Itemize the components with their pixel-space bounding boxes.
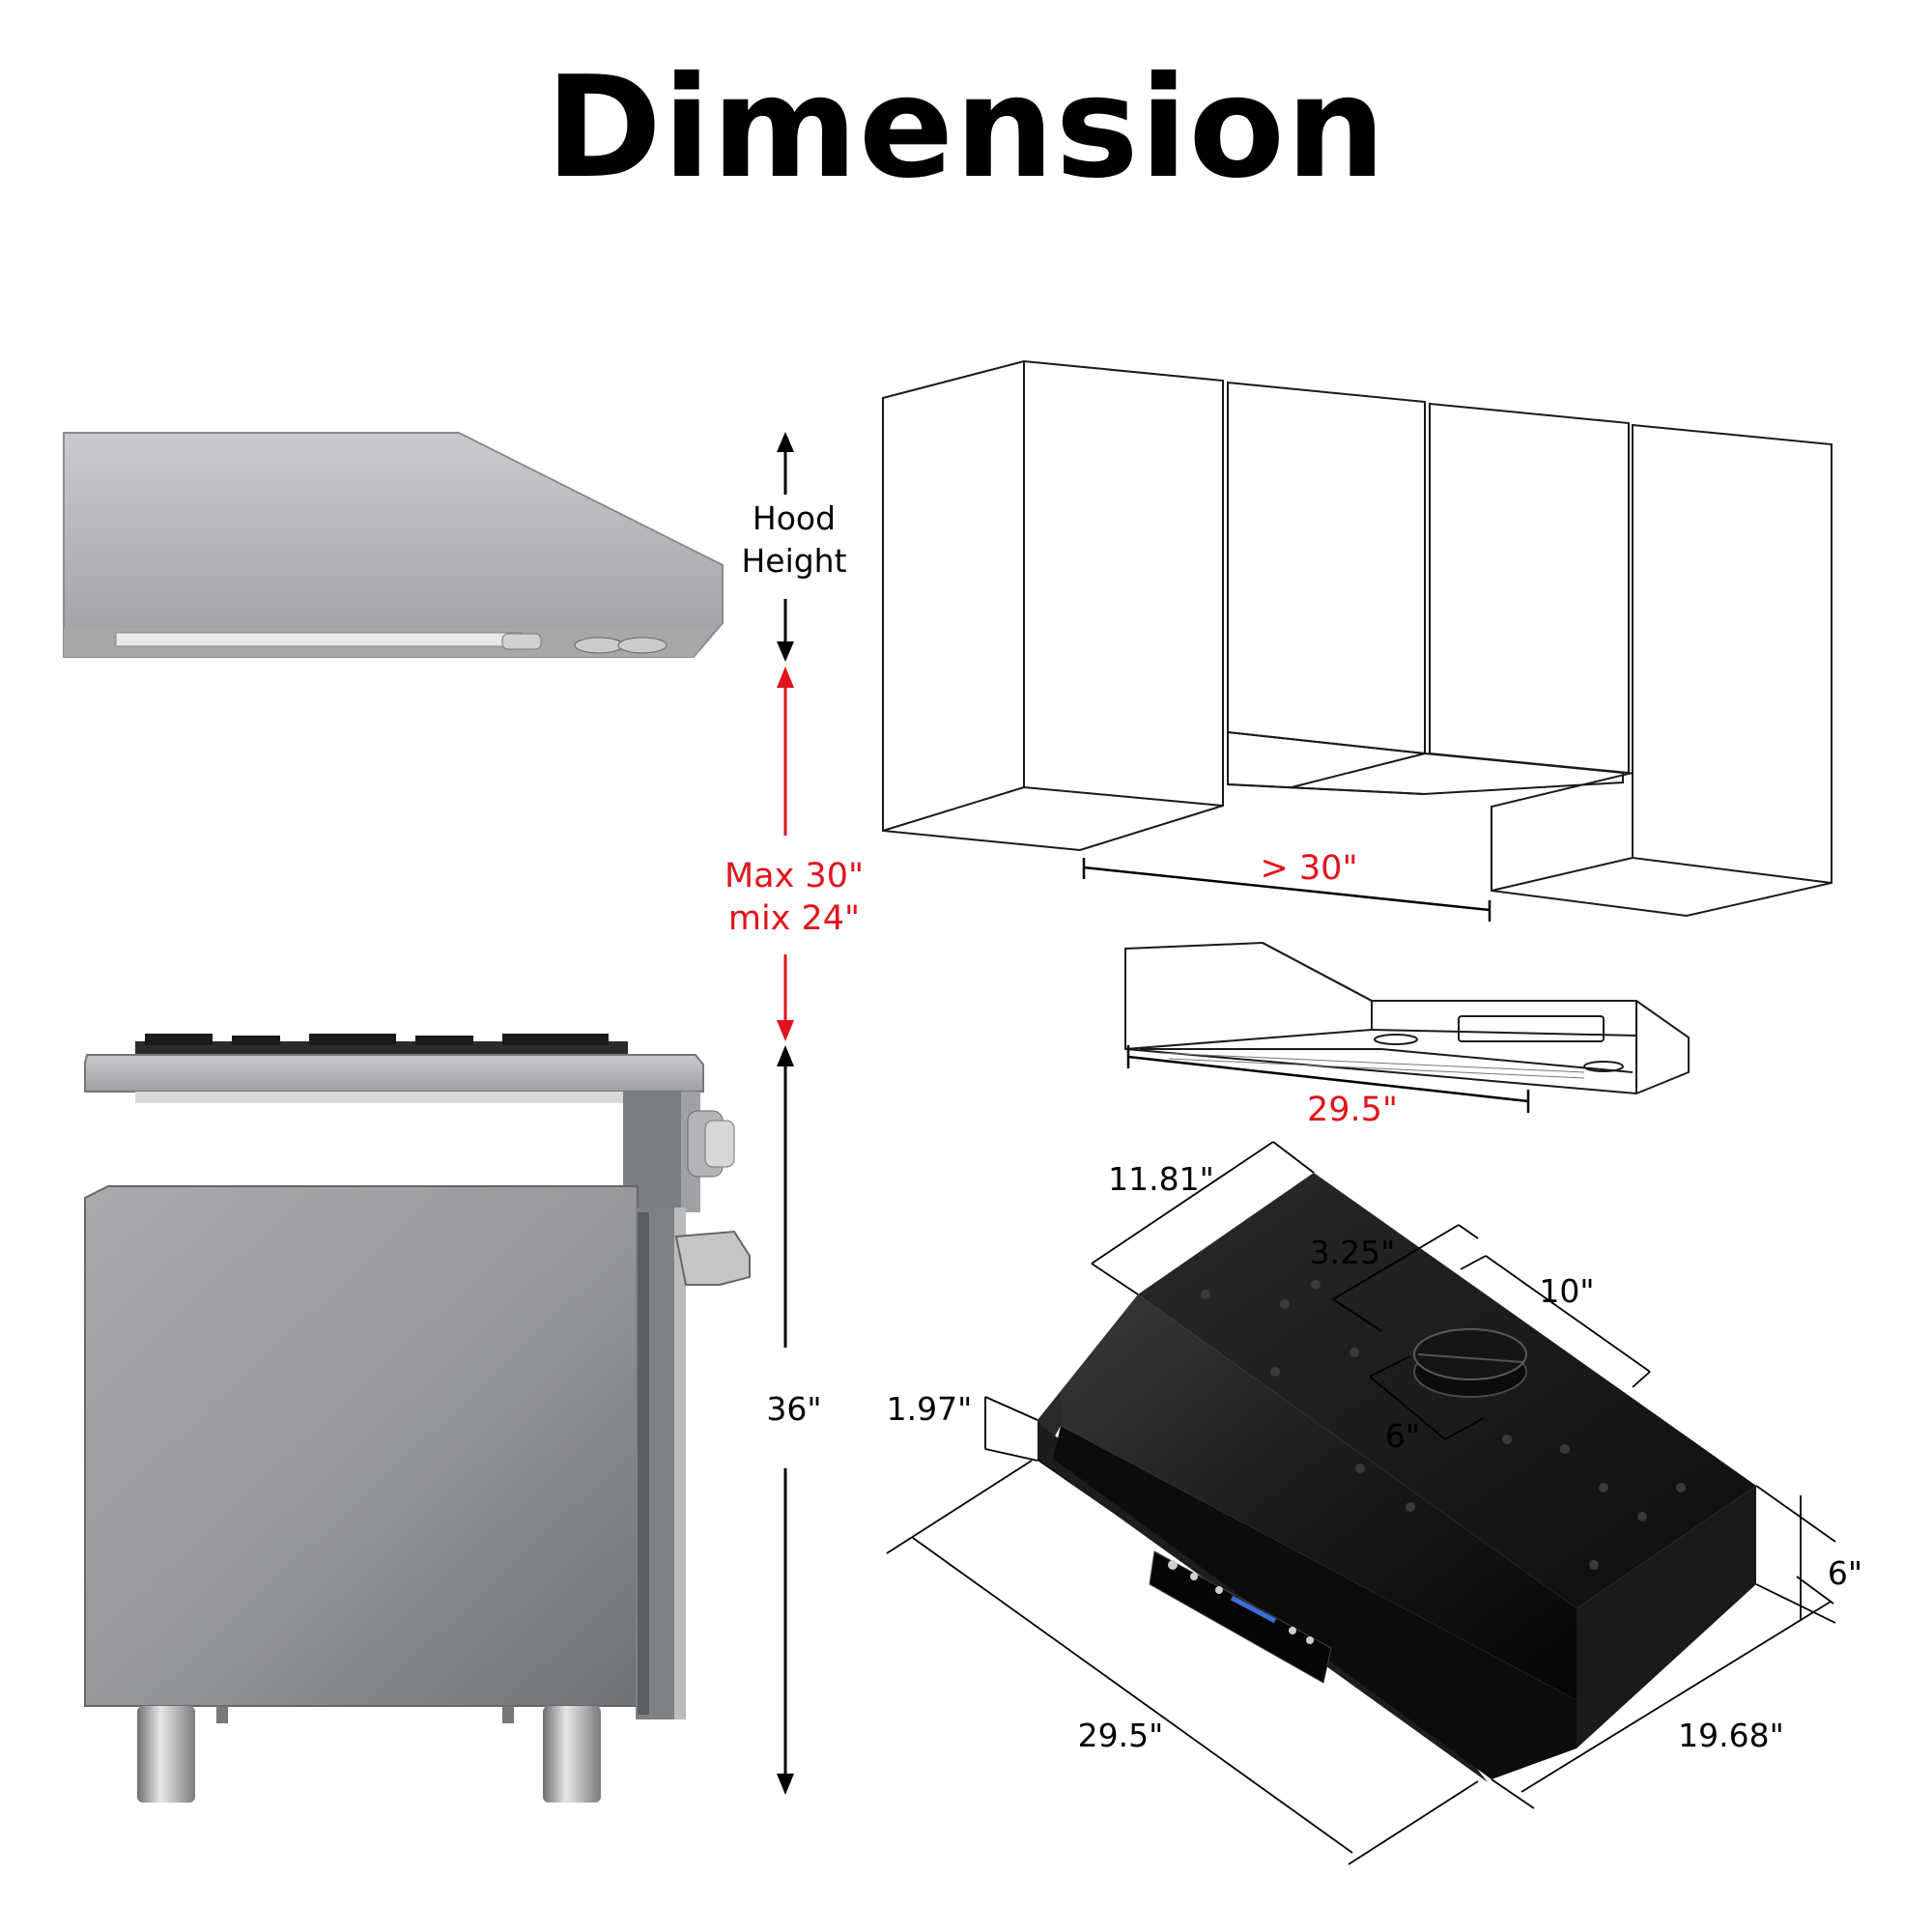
- clearance-min-label: mix 24": [728, 899, 860, 938]
- top-depth-label: 11.81": [1108, 1160, 1214, 1198]
- cabinet-gap-dimension: [1082, 858, 1492, 922]
- range-hood-side-view: [63, 432, 724, 658]
- front-height-label: 6": [1828, 1554, 1862, 1592]
- depth-bottom-label: 19.68": [1678, 1717, 1784, 1754]
- hood-height-label-line1: Hood: [753, 499, 836, 537]
- hood-width-front-dimension: [1126, 1045, 1530, 1113]
- range-height-dimension: [777, 1045, 794, 1795]
- range-height-label: 36": [766, 1390, 821, 1428]
- duct-diameter-label: 6": [1385, 1417, 1420, 1455]
- hood-height-label-line2: Height: [741, 542, 846, 580]
- duct-length-label: 10": [1539, 1272, 1594, 1310]
- hood-height-dimension: [777, 432, 794, 662]
- clearance-dimension: [777, 667, 794, 1041]
- hood-filter-lines: [1158, 1052, 1585, 1079]
- width-bottom-label: 29.5": [1078, 1717, 1164, 1754]
- black-range-hood-3d: [1037, 1173, 1756, 1782]
- hood-width-front-label: 29.5": [1307, 1091, 1398, 1129]
- edge-height-label: 1.97": [887, 1390, 973, 1428]
- clearance-max-label: Max 30": [724, 857, 864, 895]
- wall-cabinets-drawing: [882, 359, 1833, 918]
- hood-line-drawing: [1124, 941, 1690, 1095]
- cabinet-gap-label: > 30": [1260, 849, 1357, 888]
- black-hood-dimension-lines: [886, 1141, 1836, 1865]
- range-stove-side-view: [84, 1034, 751, 1803]
- page-title: Dimension: [545, 46, 1387, 210]
- duct-offset-label: 3.25": [1310, 1234, 1396, 1271]
